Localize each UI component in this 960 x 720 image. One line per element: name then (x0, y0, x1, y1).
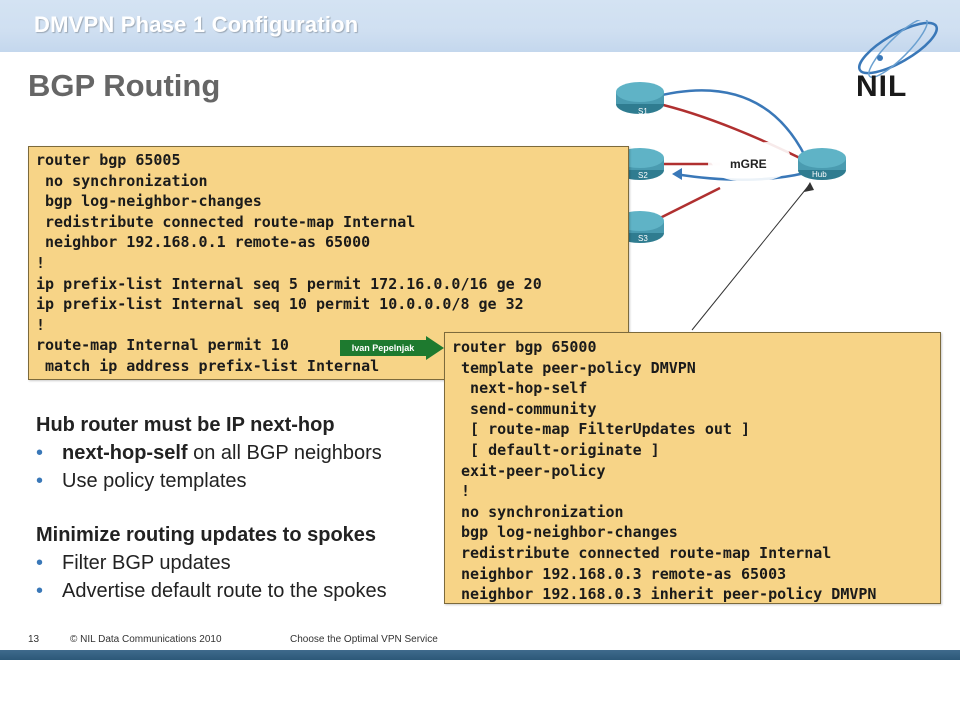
mgre-label: mGRE (730, 157, 767, 171)
code-line: ! (36, 315, 46, 334)
code-line: ! (452, 482, 471, 501)
code-line: route-map Internal permit 10 (36, 336, 289, 355)
router-s1-icon (616, 82, 664, 114)
list-item: • Use policy templates (36, 467, 446, 495)
list-item: • Filter BGP updates (36, 549, 446, 577)
code-line: ip prefix-list Internal seq 10 permit 10… (36, 295, 524, 314)
hub-config-code-box: router bgp 65000 template peer-policy DM… (444, 332, 941, 604)
code-line: redistribute connected route-map Interna… (452, 543, 832, 562)
code-line: no synchronization (452, 502, 624, 521)
code-line: exit-peer-policy (452, 461, 606, 480)
keyword-text: next-hop-self (62, 442, 188, 464)
code-line: neighbor 192.168.0.3 inherit peer-policy… (452, 585, 877, 604)
arrow-right-icon (426, 336, 444, 360)
spoke-config-code-box: router bgp 65005 no synchronization bgp … (28, 146, 629, 380)
author-annotation-label: Ivan Pepelnjak (340, 340, 426, 356)
bullet-dot-icon: • (36, 442, 44, 464)
code-line: router bgp 65005 (36, 151, 181, 169)
section-heading: Minimize routing updates to spokes (36, 524, 377, 546)
item-text: on all BGP neighbors (187, 442, 382, 464)
bullet-dot-icon: • (36, 580, 44, 602)
code-line: ! (36, 253, 46, 272)
bullet-list: Hub router must be IP next-hop • next-hop… (36, 411, 446, 605)
code-line: neighbor 192.168.0.1 remote-as 65000 (36, 233, 371, 252)
slide-title: BGP Routing (28, 68, 221, 103)
bullet-dot-icon: • (36, 470, 44, 492)
section-heading: Hub router must be IP next-hop (36, 414, 335, 436)
code-line: neighbor 192.168.0.3 remote-as 65003 (452, 564, 787, 583)
network-diagram: S1 S2 S3 Hub mGRE (616, 82, 846, 331)
code-line: [ default-originate ] (452, 440, 660, 459)
list-item: • Advertise default route to the spokes (36, 577, 446, 605)
code-line: send-community (452, 399, 597, 418)
header-title: DMVPN Phase 1 Configuration (34, 12, 359, 37)
code-line: router bgp 65000 (452, 338, 597, 356)
code-line: match ip address prefix-list Internal (36, 356, 380, 375)
code-line: no synchronization (36, 171, 208, 190)
list-item: • next-hop-self on all BGP neighbors (36, 439, 446, 467)
router-s1-label: S1 (638, 107, 648, 116)
header-bar: DMVPN Phase 1 Configuration (0, 0, 960, 52)
bullet-dot-icon: • (36, 552, 44, 574)
item-text: Use policy templates (62, 470, 247, 492)
code-line: [ route-map FilterUpdates out ] (452, 420, 751, 439)
nil-logo-icon (858, 20, 938, 78)
footer-tagline: Choose the Optimal VPN Service (290, 634, 438, 645)
router-s2-label: S2 (638, 171, 648, 180)
code-line: template peer-policy DMVPN (452, 358, 696, 377)
code-line: bgp log-neighbor-changes (452, 523, 678, 542)
item-text: Filter BGP updates (62, 552, 231, 574)
router-hub-label: Hub (812, 170, 827, 179)
page-number: 13 (28, 634, 40, 645)
code-line: redistribute connected route-map Interna… (36, 212, 416, 231)
bottom-bar (0, 650, 960, 660)
code-line: next-hop-self (452, 379, 588, 398)
logo-text: NIL (856, 70, 908, 103)
mgre-cloud-icon (708, 142, 792, 182)
router-s3-label: S3 (638, 234, 648, 243)
code-line: bgp log-neighbor-changes (36, 192, 262, 211)
router-hub-icon (798, 148, 846, 180)
copyright-text: © NIL Data Communications 2010 (70, 634, 222, 645)
code-line: ip prefix-list Internal seq 5 permit 172… (36, 274, 542, 293)
item-text: Advertise default route to the spokes (62, 580, 387, 602)
